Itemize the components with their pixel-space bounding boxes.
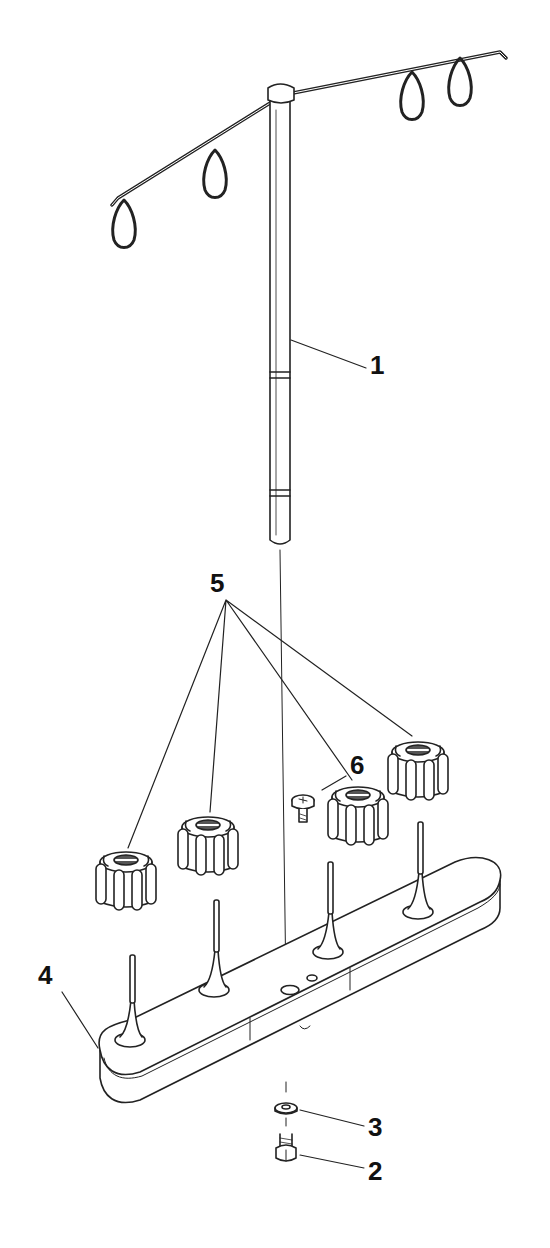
callout-number: 1 [370, 352, 384, 378]
callout-number: 2 [368, 1158, 382, 1184]
callout-number: 6 [350, 752, 364, 778]
callout-number: 5 [210, 570, 224, 596]
callout-number: 3 [368, 1114, 382, 1140]
callout-number: 4 [38, 962, 52, 988]
